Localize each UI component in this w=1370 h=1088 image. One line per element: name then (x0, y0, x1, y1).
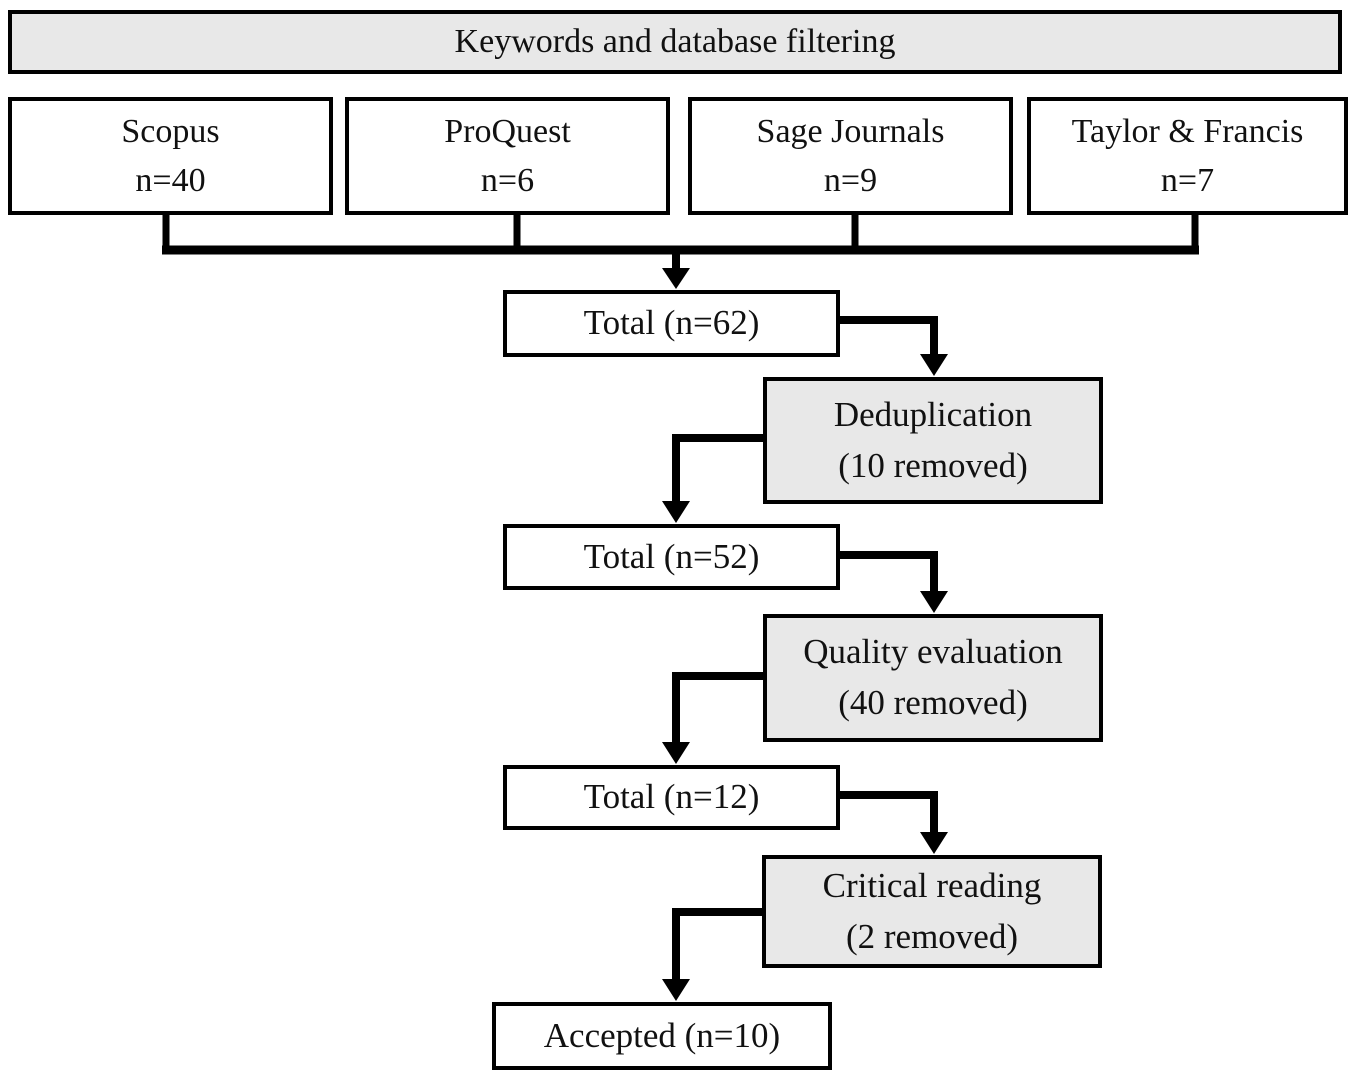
connector-total62-to-dedup (840, 316, 938, 356)
header-label: Keywords and database filtering (454, 23, 896, 61)
source-box-sage-journals: Sage Journals n=9 (688, 97, 1013, 215)
connector-total12-to-critical (840, 791, 938, 834)
source-name: Sage Journals (756, 112, 945, 150)
arrowhead-to-accepted (662, 979, 690, 1001)
source-count: n=9 (823, 162, 878, 199)
source-name: Scopus (121, 112, 220, 150)
total-box-62: Total (n=62) (503, 290, 840, 357)
connector-critical-to-accepted (672, 908, 762, 981)
arrowhead-to-quality (920, 591, 948, 613)
source-name: ProQuest (444, 112, 571, 150)
arrowhead-to-dedup (920, 354, 948, 376)
connector-dedup-to-total52 (672, 434, 763, 503)
stage-note: (40 removed) (838, 683, 1028, 722)
total-box-52: Total (n=52) (503, 524, 840, 590)
arrowhead-to-critical (920, 832, 948, 854)
total-label: Total (n=12) (583, 777, 760, 817)
stage-box-quality-evaluation: Quality evaluation (40 removed) (763, 614, 1103, 742)
source-box-scopus: Scopus n=40 (8, 97, 333, 215)
source-box-proquest: ProQuest n=6 (345, 97, 670, 215)
total-label: Total (n=52) (583, 536, 760, 576)
arrowhead-to-total-12 (662, 742, 690, 764)
stage-name: Quality evaluation (803, 632, 1063, 672)
source-count: n=40 (135, 162, 206, 199)
stage-name: Deduplication (833, 394, 1033, 434)
source-count: n=7 (1160, 162, 1215, 199)
source-box-taylor-francis: Taylor & Francis n=7 (1027, 97, 1348, 215)
total-box-12: Total (n=12) (503, 765, 840, 830)
source-name: Taylor & Francis (1071, 112, 1304, 150)
connector-total52-to-quality (840, 551, 938, 593)
total-label: Total (n=62) (583, 303, 760, 343)
header-box: Keywords and database filtering (8, 10, 1342, 74)
accepted-box: Accepted (n=10) (492, 1002, 832, 1070)
stage-name: Critical reading (822, 865, 1042, 905)
stage-note: (2 removed) (845, 916, 1018, 956)
connector-quality-to-total12 (672, 672, 763, 744)
arrowhead-to-total-62 (662, 268, 690, 289)
stage-box-critical-reading: Critical reading (2 removed) (762, 855, 1102, 968)
stage-note: (10 removed) (838, 445, 1028, 485)
source-count: n=6 (480, 162, 535, 199)
accepted-label: Accepted (n=10) (543, 1015, 781, 1055)
arrowhead-to-total-52 (662, 501, 690, 523)
stage-box-deduplication: Deduplication (10 removed) (763, 377, 1103, 504)
